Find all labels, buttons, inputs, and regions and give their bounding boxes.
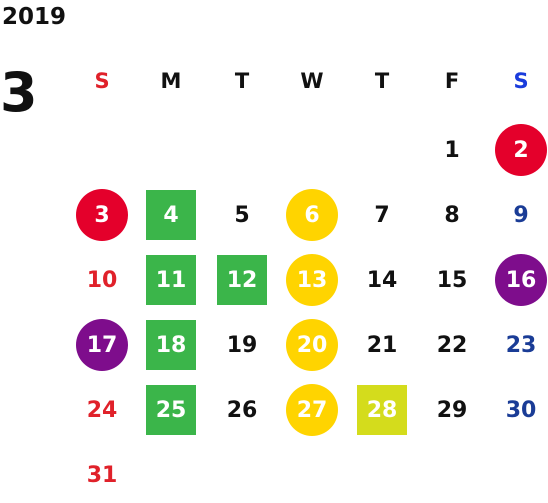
- day-25: 25: [146, 385, 196, 435]
- day-16: 16: [495, 254, 547, 306]
- day-4: 4: [146, 190, 196, 240]
- day-21: 21: [366, 332, 398, 358]
- weekday-header-2: T: [234, 69, 250, 93]
- day-15: 15: [436, 267, 468, 293]
- weekday-header-1: M: [160, 69, 182, 93]
- day-28: 28: [357, 385, 407, 435]
- day-22: 22: [436, 332, 468, 358]
- day-13: 13: [286, 254, 338, 306]
- weekday-header-0: S: [94, 69, 110, 93]
- day-6: 6: [286, 189, 338, 241]
- day-9: 9: [513, 202, 529, 228]
- day-11: 11: [146, 255, 196, 305]
- day-5: 5: [234, 202, 250, 228]
- day-14: 14: [366, 267, 398, 293]
- day-27: 27: [286, 384, 338, 436]
- year-label: 2019: [2, 4, 67, 30]
- day-31: 31: [86, 462, 118, 488]
- day-29: 29: [436, 397, 468, 423]
- weekday-header-4: T: [374, 69, 390, 93]
- day-23: 23: [505, 332, 537, 358]
- day-7: 7: [374, 202, 390, 228]
- day-3: 3: [76, 189, 128, 241]
- day-1: 1: [444, 137, 460, 163]
- day-17: 17: [76, 319, 128, 371]
- weekday-header-5: F: [444, 69, 460, 93]
- weekday-header-3: W: [300, 69, 324, 93]
- day-18: 18: [146, 320, 196, 370]
- month-label: 3: [0, 61, 38, 124]
- day-24: 24: [86, 397, 118, 423]
- day-2: 2: [495, 124, 547, 176]
- day-10: 10: [86, 267, 118, 293]
- weekday-header-6: S: [513, 69, 529, 93]
- day-20: 20: [286, 319, 338, 371]
- day-30: 30: [505, 397, 537, 423]
- day-26: 26: [226, 397, 258, 423]
- day-19: 19: [226, 332, 258, 358]
- day-8: 8: [444, 202, 460, 228]
- day-12: 12: [217, 255, 267, 305]
